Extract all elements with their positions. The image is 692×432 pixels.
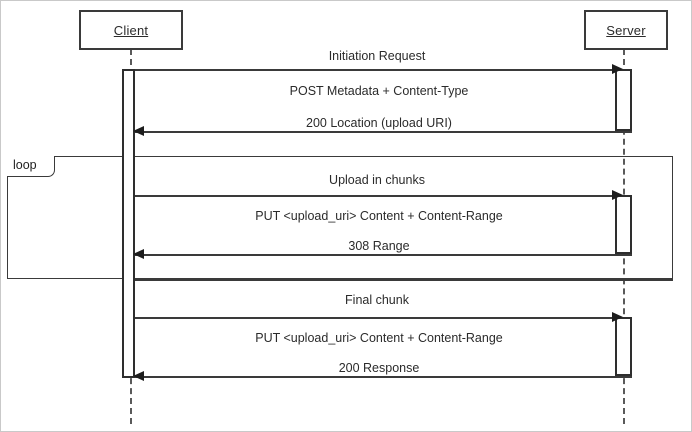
section-title-final-chunk: Final chunk (345, 293, 409, 307)
fragment-loop (7, 156, 673, 279)
fragment-loop-tab (7, 156, 55, 177)
message-label-200-response: 200 Response (338, 361, 420, 375)
arrow-head-put-final (612, 312, 623, 322)
message-line-200-response (135, 376, 632, 378)
participant-client[interactable]: Client (79, 10, 183, 50)
message-line-put-chunk (122, 195, 622, 197)
message-line-put-final (122, 317, 622, 319)
message-label-put-final: PUT <upload_uri> Content + Content-Range (255, 331, 503, 345)
arrow-head-200-location (133, 126, 144, 136)
message-line-200-location (135, 131, 632, 133)
message-label-put-chunk: PUT <upload_uri> Content + Content-Range (255, 209, 503, 223)
message-label-200-location: 200 Location (upload URI) (306, 116, 452, 130)
section-title-initiation: Initiation Request (328, 49, 426, 63)
activation-server-chunk (615, 195, 632, 254)
activation-client (122, 69, 135, 378)
message-line-308-range (135, 254, 632, 256)
arrow-head-200-response (133, 371, 144, 381)
section-divider-final-chunk (122, 279, 673, 281)
message-label-post-metadata: POST Metadata + Content-Type (289, 84, 469, 98)
participant-server[interactable]: Server (584, 10, 668, 50)
participant-client-label: Client (113, 22, 149, 38)
arrow-head-put-chunk (612, 190, 623, 200)
arrow-head-post-metadata (612, 64, 623, 74)
activation-server-final (615, 317, 632, 376)
arrow-head-308-range (133, 249, 144, 259)
fragment-loop-label: loop (13, 158, 37, 172)
participant-server-label: Server (606, 22, 646, 38)
section-title-upload-chunks: Upload in chunks (329, 173, 425, 187)
message-label-308-range: 308 Range (348, 239, 410, 253)
activation-server-initiation (615, 69, 632, 131)
message-line-post-metadata (122, 69, 622, 71)
